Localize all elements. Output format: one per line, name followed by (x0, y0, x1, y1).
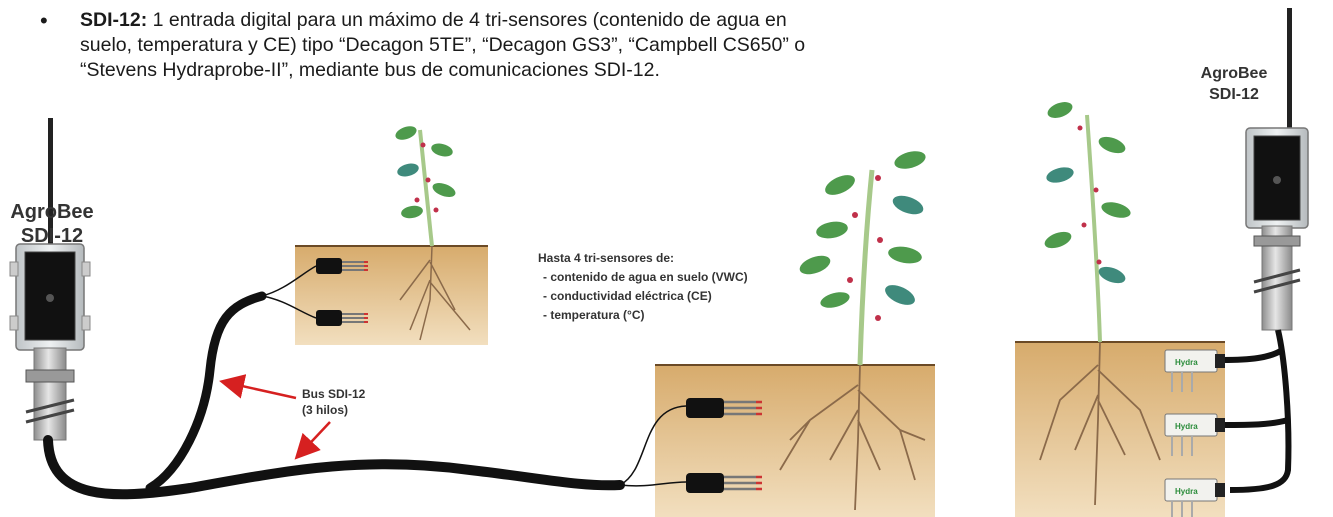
roots-right (1039, 341, 1161, 506)
small-sensor-bottom (316, 310, 368, 326)
left-antenna (48, 118, 53, 246)
probe-brand: Hydra (1175, 358, 1198, 367)
hydra-probe-1: Hydra (1164, 349, 1225, 392)
bullet-paragraph: • SDI-12: 1 entrada digital para un máxi… (40, 8, 820, 83)
right-device-model: SDI-12 (1209, 86, 1259, 103)
right-cable-trunk (1229, 329, 1292, 493)
soil-block-medium (655, 364, 935, 517)
sensors-note-title: Hasta 4 tri-sensores de: (538, 251, 674, 265)
bus-arrow-top (219, 374, 297, 400)
bullet-body: SDI-12: 1 entrada digital para un máximo… (80, 8, 820, 83)
sensors-note-item: - conductividad eléctrica (CE) (543, 289, 712, 303)
plant-right (1044, 102, 1131, 343)
roots-small (399, 245, 471, 341)
soil-block-small (295, 245, 488, 345)
large-sensor-bottom (686, 473, 762, 493)
sensors-note: Hasta 4 tri-sensores de: - contenido de … (538, 251, 748, 322)
left-mounting-pole (33, 347, 67, 441)
bus-arrow-bottom (294, 421, 331, 460)
bullet-description: 1 entrada digital para un máximo de 4 tr… (80, 9, 806, 81)
roots-medium (779, 364, 926, 511)
sensors-note-item: - temperatura (°C) (543, 308, 644, 322)
bullet-label: SDI-12: (80, 9, 148, 31)
right-pole-break-icon (1253, 268, 1301, 294)
left-pole-break-icon (25, 398, 75, 424)
hydra-probe-3: Hydra (1164, 478, 1225, 517)
right-antenna (1287, 8, 1292, 136)
bus-label: Bus SDI-12 (3 hilos) (219, 374, 366, 460)
bus-label-wires: (3 hilos) (302, 403, 348, 417)
hydra-probe-2: Hydra (1164, 413, 1225, 456)
plant-small (395, 126, 456, 247)
sensors-note-item: - contenido de agua en suelo (VWC) (543, 270, 748, 284)
left-device-name: AgroBee (10, 201, 93, 223)
small-sensor-top (316, 258, 368, 274)
plant-tall (799, 151, 926, 366)
bus-label-name: Bus SDI-12 (302, 387, 366, 401)
left-agrobee-device: AgroBee SDI-12 (9, 118, 94, 441)
bullet-dot: • (40, 8, 48, 33)
sdi12-branch-cable (145, 291, 267, 493)
probe-brand: Hydra (1175, 422, 1198, 431)
right-device-name: AgroBee (1201, 65, 1268, 82)
large-sensor-top (686, 398, 762, 418)
left-device-model: SDI-12 (21, 225, 83, 247)
right-agrobee-device: AgroBee SDI-12 (1201, 8, 1309, 331)
sdi12-main-cable (43, 435, 625, 500)
probe-brand: Hydra (1175, 487, 1198, 496)
